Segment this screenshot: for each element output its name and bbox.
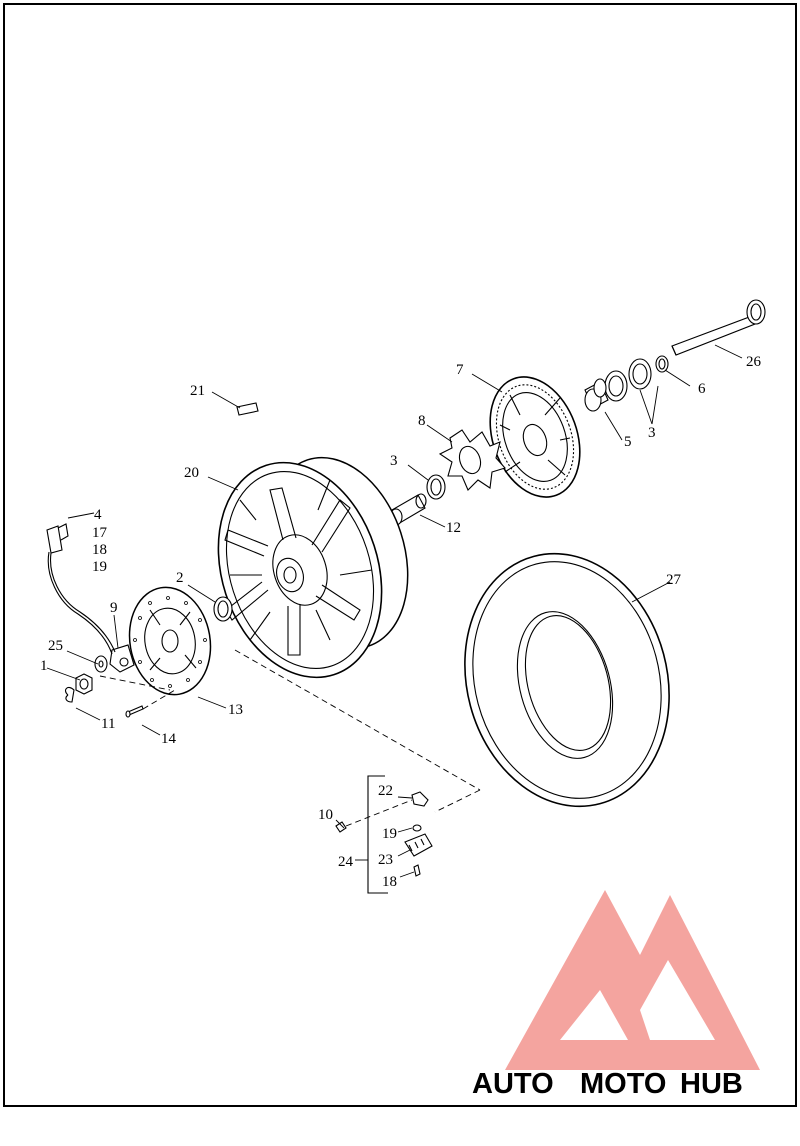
cast-wheel	[217, 456, 409, 679]
wheel-bearing-center	[426, 474, 446, 500]
callout-17: 17	[92, 525, 108, 541]
brake-disc	[128, 586, 212, 696]
callout-23: 23	[378, 852, 393, 868]
rear-axle	[671, 299, 766, 356]
callout-labels: 1 2 3 3 4 5 6 7 8 9 10 11 12 13 14 17 18…	[40, 354, 762, 890]
callout-11: 11	[101, 716, 115, 732]
callout-1: 1	[40, 658, 48, 674]
callout-8: 8	[418, 413, 426, 429]
rear-pulley	[489, 376, 581, 498]
callout-3-right: 3	[648, 425, 656, 441]
watermark-text-auto: AUTO	[472, 1068, 554, 1100]
callout-24: 24	[338, 854, 354, 870]
callout-13: 13	[228, 702, 243, 718]
callout-25: 25	[48, 638, 63, 654]
callout-6: 6	[698, 381, 706, 397]
callout-9: 9	[110, 600, 118, 616]
axle-nut	[75, 673, 93, 695]
callout-20: 20	[184, 465, 199, 481]
wheel-bearing-left	[213, 596, 233, 622]
wheel-balance-weight	[236, 402, 259, 416]
callout-14: 14	[161, 731, 177, 747]
callout-19-upper: 19	[92, 559, 107, 575]
callout-5: 5	[624, 434, 632, 450]
callout-26: 26	[746, 354, 762, 370]
callout-21: 21	[190, 383, 205, 399]
callout-3-center: 3	[390, 453, 398, 469]
sensor-bracket	[109, 644, 135, 673]
rear-tire	[464, 552, 670, 808]
wheel-bearing-right	[604, 358, 652, 402]
axle-washer	[655, 355, 669, 373]
wheel-speed-sensor	[46, 523, 116, 655]
callout-18-upper: 18	[92, 542, 107, 558]
washer	[94, 655, 108, 673]
retaining-clip	[65, 686, 75, 703]
pulley-isolator	[438, 429, 506, 491]
axle-spacer	[584, 378, 609, 412]
callout-2: 2	[176, 570, 184, 586]
callout-18-lower: 18	[382, 874, 397, 890]
watermark-logo-mark	[505, 890, 760, 1070]
callout-leader-lines	[46, 344, 743, 878]
callout-7: 7	[456, 362, 464, 378]
callout-19-lower: 19	[382, 826, 397, 842]
assembly-dashed-lines	[99, 649, 481, 827]
callout-12: 12	[446, 520, 461, 536]
watermark-text-hub: HUB	[680, 1068, 743, 1100]
callout-27: 27	[666, 572, 682, 588]
watermark-text-moto: MOTO	[580, 1068, 666, 1100]
valve-stem-parts	[335, 791, 433, 877]
callout-10: 10	[318, 807, 333, 823]
group-24-bracket	[367, 775, 388, 894]
callout-22: 22	[378, 783, 393, 799]
callout-4: 4	[94, 507, 102, 523]
